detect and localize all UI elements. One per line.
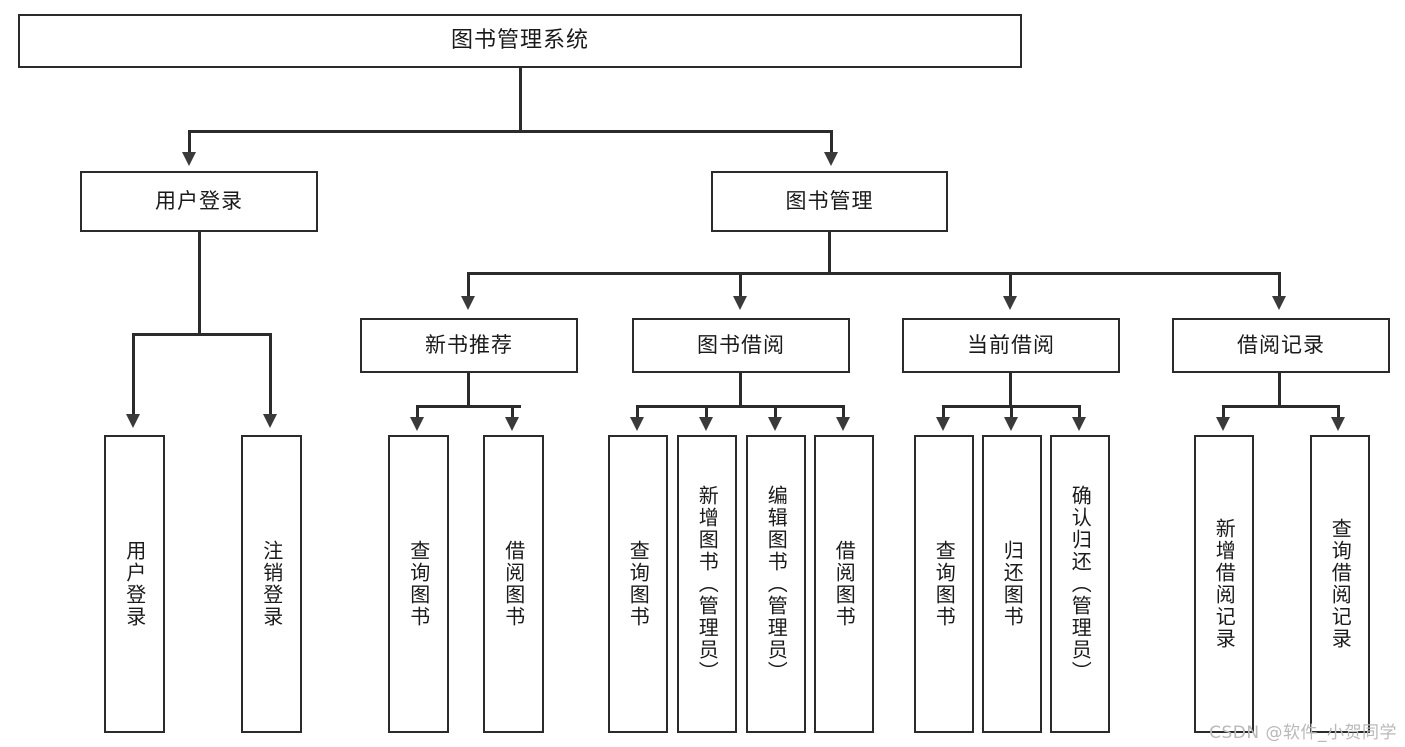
leaf-label: 用户登录 bbox=[122, 540, 147, 628]
leaf-book-borrow-add[interactable]: 新增图书（管理员） bbox=[677, 435, 737, 733]
connector-root-to-book-management bbox=[830, 130, 833, 154]
arrowhead-br-child-2 bbox=[1331, 417, 1345, 431]
arrowhead-bb-child-3 bbox=[768, 417, 782, 431]
connector-bb-child-1 bbox=[636, 405, 639, 419]
leaf-user-login-logout[interactable]: 注销登录 bbox=[241, 435, 302, 733]
arrowhead-cb-child-2 bbox=[1004, 417, 1018, 431]
node-label: 借阅记录 bbox=[1237, 332, 1325, 357]
leaf-label: 编辑图书（管理员） bbox=[764, 485, 789, 683]
connector-user-login-child-2 bbox=[269, 333, 272, 416]
connector-user-login-child-1 bbox=[132, 333, 135, 416]
leaf-label: 确认归还（管理员） bbox=[1068, 485, 1093, 683]
leaf-current-borrow-return[interactable]: 归还图书 bbox=[982, 435, 1042, 733]
connector-root-stem bbox=[519, 68, 522, 131]
connector-bm-child-2 bbox=[739, 272, 742, 298]
connector-br-child-1 bbox=[1222, 405, 1225, 419]
connector-bm-child-3 bbox=[1009, 272, 1012, 298]
node-label: 当前借阅 bbox=[967, 332, 1055, 357]
node-current-borrow[interactable]: 当前借阅 bbox=[902, 318, 1120, 373]
leaf-borrow-record-add[interactable]: 新增借阅记录 bbox=[1194, 435, 1254, 733]
leaf-label: 归还图书 bbox=[1000, 540, 1025, 628]
connector-bb-child-2 bbox=[705, 405, 708, 419]
connector-borrow-record-stem bbox=[1278, 373, 1281, 407]
arrowhead-to-book-management bbox=[824, 152, 838, 166]
leaf-new-book-borrow[interactable]: 借阅图书 bbox=[483, 435, 544, 733]
node-book-management[interactable]: 图书管理 bbox=[711, 171, 948, 232]
arrowhead-new-book-child-1 bbox=[410, 417, 424, 431]
arrowhead-user-login-child-2 bbox=[263, 414, 277, 428]
connector-bm-child-4 bbox=[1278, 272, 1281, 298]
leaf-label: 查询借阅记录 bbox=[1328, 518, 1353, 650]
arrowhead-bm-child-2 bbox=[733, 296, 747, 310]
connector-br-child-2 bbox=[1337, 405, 1340, 419]
arrowhead-bm-child-1 bbox=[461, 296, 475, 310]
connector-book-management-bus bbox=[467, 272, 1281, 275]
arrowhead-bb-child-4 bbox=[836, 417, 850, 431]
connector-current-borrow-stem bbox=[1009, 373, 1012, 407]
node-label: 用户登录 bbox=[155, 188, 243, 213]
connector-new-book-child-1 bbox=[416, 405, 419, 419]
arrowhead-bb-child-1 bbox=[630, 417, 644, 431]
arrowhead-br-child-1 bbox=[1216, 417, 1230, 431]
connector-bm-child-1 bbox=[467, 272, 470, 298]
arrowhead-bm-child-3 bbox=[1003, 296, 1017, 310]
leaf-new-book-query[interactable]: 查询图书 bbox=[388, 435, 449, 733]
connector-user-login-stem bbox=[198, 232, 201, 335]
node-user-login[interactable]: 用户登录 bbox=[80, 171, 318, 232]
node-label: 图书管理系统 bbox=[450, 27, 589, 53]
leaf-borrow-record-query[interactable]: 查询借阅记录 bbox=[1310, 435, 1370, 733]
connector-book-management-stem bbox=[828, 232, 831, 274]
leaf-label: 查询图书 bbox=[626, 540, 651, 628]
leaf-label: 借阅图书 bbox=[501, 540, 526, 628]
leaf-label: 新增借阅记录 bbox=[1212, 518, 1237, 650]
connector-new-book-child-2 bbox=[511, 405, 514, 419]
node-root-book-management-system[interactable]: 图书管理系统 bbox=[18, 14, 1022, 68]
connector-book-borrow-stem bbox=[739, 373, 742, 407]
connector-cb-child-1 bbox=[942, 405, 945, 419]
connector-root-to-user-login bbox=[188, 130, 191, 154]
arrowhead-new-book-child-2 bbox=[505, 417, 519, 431]
node-book-borrow[interactable]: 图书借阅 bbox=[632, 318, 850, 373]
connector-cb-child-3 bbox=[1078, 405, 1081, 419]
connector-bb-child-4 bbox=[842, 405, 845, 419]
leaf-book-borrow-borrow[interactable]: 借阅图书 bbox=[814, 435, 874, 733]
node-borrow-record[interactable]: 借阅记录 bbox=[1172, 318, 1390, 373]
arrowhead-bm-child-4 bbox=[1272, 296, 1286, 310]
connector-borrow-record-bus bbox=[1222, 405, 1340, 408]
arrowhead-bb-child-2 bbox=[699, 417, 713, 431]
node-new-book-recommend[interactable]: 新书推荐 bbox=[360, 318, 578, 373]
connector-user-login-bus bbox=[132, 333, 270, 336]
leaf-label: 查询图书 bbox=[932, 540, 957, 628]
connector-new-book-bus bbox=[416, 405, 521, 408]
leaf-label: 注销登录 bbox=[259, 540, 284, 628]
leaf-current-borrow-query[interactable]: 查询图书 bbox=[914, 435, 974, 733]
connector-new-book-stem bbox=[467, 373, 470, 407]
leaf-user-login-login[interactable]: 用户登录 bbox=[104, 435, 165, 733]
node-label: 图书借阅 bbox=[697, 332, 785, 357]
connector-root-bus bbox=[188, 130, 833, 133]
leaf-book-borrow-query[interactable]: 查询图书 bbox=[608, 435, 668, 733]
leaf-book-borrow-edit[interactable]: 编辑图书（管理员） bbox=[746, 435, 806, 733]
leaf-label: 新增图书（管理员） bbox=[695, 485, 720, 683]
arrowhead-to-user-login bbox=[182, 152, 196, 166]
arrowhead-cb-child-1 bbox=[936, 417, 950, 431]
leaf-label: 借阅图书 bbox=[832, 540, 857, 628]
node-label: 新书推荐 bbox=[425, 332, 513, 357]
leaf-current-borrow-confirm-return[interactable]: 确认归还（管理员） bbox=[1050, 435, 1110, 733]
connector-bb-child-3 bbox=[774, 405, 777, 419]
arrowhead-cb-child-3 bbox=[1072, 417, 1086, 431]
connector-cb-child-2 bbox=[1010, 405, 1013, 419]
connector-book-borrow-bus bbox=[636, 405, 844, 408]
node-label: 图书管理 bbox=[785, 188, 874, 213]
arrowhead-user-login-child-1 bbox=[126, 414, 140, 428]
leaf-label: 查询图书 bbox=[406, 540, 431, 628]
